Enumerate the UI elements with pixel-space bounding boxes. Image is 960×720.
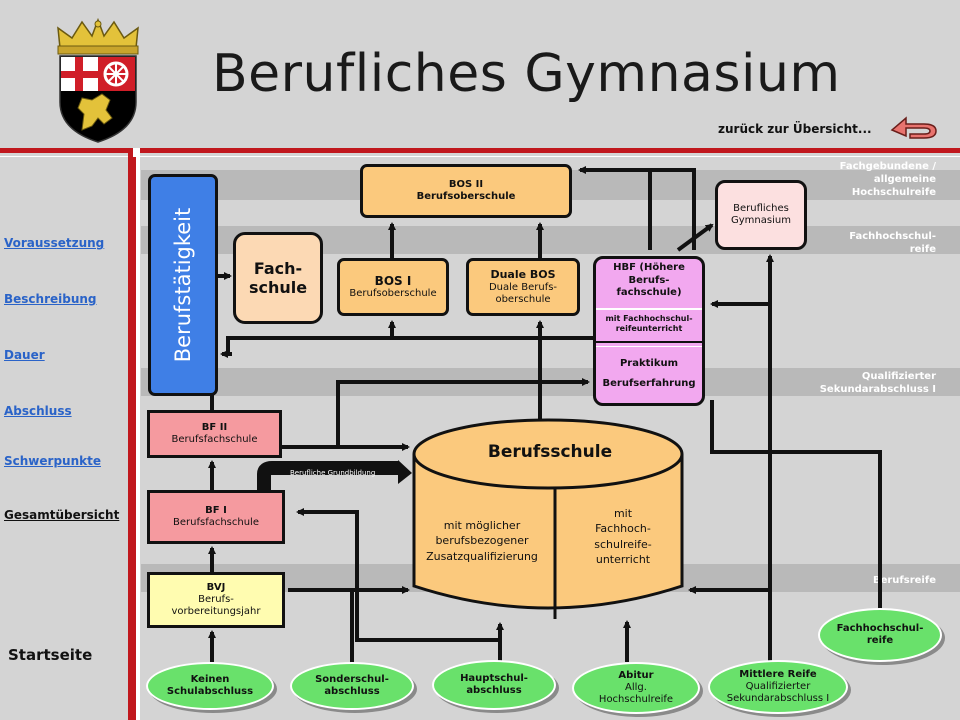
frame-top-line [0,156,960,157]
hbf-divider-2 [596,341,702,347]
duale-bos-box[interactable]: Duale BOS Duale Berufs- oberschule [466,258,580,316]
nav-dauer[interactable]: Dauer [4,348,45,362]
bos2-sub: Berufsoberschule [416,191,516,202]
hbf-berufserfahrung: Berufserfahrung [602,378,696,389]
oval-abitur[interactable]: Abitur Allg. Hochschulreife [572,662,700,714]
level-label-fachhochschulreife: Fachhochschul- reife [849,231,936,255]
bf1-box[interactable]: BF I Berufsfachschule [147,490,285,544]
oval-sonderschulabschluss[interactable]: Sonderschul- abschluss [290,662,414,710]
duale-bos-title: Duale BOS [490,268,556,282]
bos1-box[interactable]: BOS I Berufsoberschule [337,258,449,316]
oval-fachhochschulreife[interactable]: Fachhochschul- reife [818,608,942,662]
oval-mittlere-sub: Qualifizierter Sekundarabschluss I [726,681,830,704]
bos2-title: BOS II [448,179,484,190]
bf1-title: BF I [205,505,227,516]
berufsschule-cylinder[interactable] [410,416,686,626]
bf2-box[interactable]: BF II Berufsfachschule [147,410,282,458]
duale-bos-sub: Duale Berufs- oberschule [488,281,558,305]
hbf-box[interactable] [593,256,705,406]
berufsschule-title: Berufsschule [487,442,613,462]
bvj-sub: Berufs- vorbereitungsjahr [171,594,261,617]
hbf-title: HBF (Höhere Berufs- fachschule) [613,262,685,298]
bos1-title: BOS I [374,273,412,288]
hbf-sub: mit Fachhochschul- reifeunterricht [605,314,693,334]
coat-of-arms-logo [57,18,139,143]
back-to-overview-link[interactable]: zurück zur Übersicht... [718,122,872,136]
oval-fhr-label: Fachhochschul- reife [836,623,924,646]
level-label-berufsreife: Berufsreife [872,575,936,586]
berufliches-gymnasium-label: Berufliches Gymnasium [731,203,791,226]
berufsschule-left-text: mit möglicher berufsbezogener Zusatzqual… [426,519,538,563]
oval-mittlere-reife[interactable]: Mittlere Reife Qualifizierter Sekundarab… [708,660,848,714]
bvj-title: BVJ [206,582,226,593]
page-title: Berufliches Gymnasium [212,44,841,104]
return-arrow-icon[interactable] [888,114,940,142]
oval-abitur-title: Abitur [618,670,654,681]
berufstaetigkeit-label-wrap: Berufstätigkeit [171,208,195,363]
bos1-sub: Berufsoberschule [349,288,437,300]
nav-beschreibung[interactable]: Beschreibung [4,292,97,306]
oval-mittlere-title: Mittlere Reife [739,669,817,680]
nav-gesamtuebersicht[interactable]: Gesamtübersicht [4,508,120,522]
nav-abschluss[interactable]: Abschluss [4,404,72,418]
berufliches-gymnasium-box[interactable]: Berufliches Gymnasium [715,180,807,250]
frame-left-inner [133,157,136,720]
hbf-praktikum: Praktikum [619,358,679,369]
frame-top-bar [0,148,960,153]
berufsschule-right-text: mit Fachhoch- schulreife- unterricht [594,507,652,567]
oval-sonderschul-label: Sonderschul- abschluss [315,674,389,697]
nav-schwerpunkte[interactable]: Schwerpunkte [4,454,101,468]
oval-hauptschul-label: Hauptschul- abschluss [460,673,528,696]
grundbildung-label: Berufliche Grundbildung [290,469,376,477]
bf2-sub: Berufsfachschule [171,434,258,445]
bf1-sub: Berufsfachschule [173,517,259,528]
fachschule-label: Fach- schule [248,258,308,297]
bvj-box[interactable]: BVJ Berufs- vorbereitungsjahr [147,572,285,628]
hbf-divider-1 [596,308,702,310]
berufstaetigkeit-label: Berufstätigkeit [171,208,195,363]
level-label-sek1: Qualifizierter Sekundarabschluss I [819,371,936,395]
oval-keinen-label: Keinen Schulabschluss [166,674,254,697]
berufstaetigkeit-box[interactable] [148,174,218,396]
bf2-title: BF II [201,422,228,433]
oval-abitur-sub: Allg. Hochschulreife [598,682,674,705]
level-label-hochschulreife: Fachgebundene / allgemeine Hochschulreif… [839,161,936,198]
start-page-link[interactable]: Startseite [8,646,93,664]
oval-keinen-schulabschluss[interactable]: Keinen Schulabschluss [146,662,274,710]
bos2-box[interactable]: BOS II Berufsoberschule [360,164,572,218]
oval-hauptschulabschluss[interactable]: Hauptschul- abschluss [432,660,556,710]
fachschule-box[interactable]: Fach- schule [233,232,323,324]
nav-voraussetzung[interactable]: Voraussetzung [4,236,105,250]
